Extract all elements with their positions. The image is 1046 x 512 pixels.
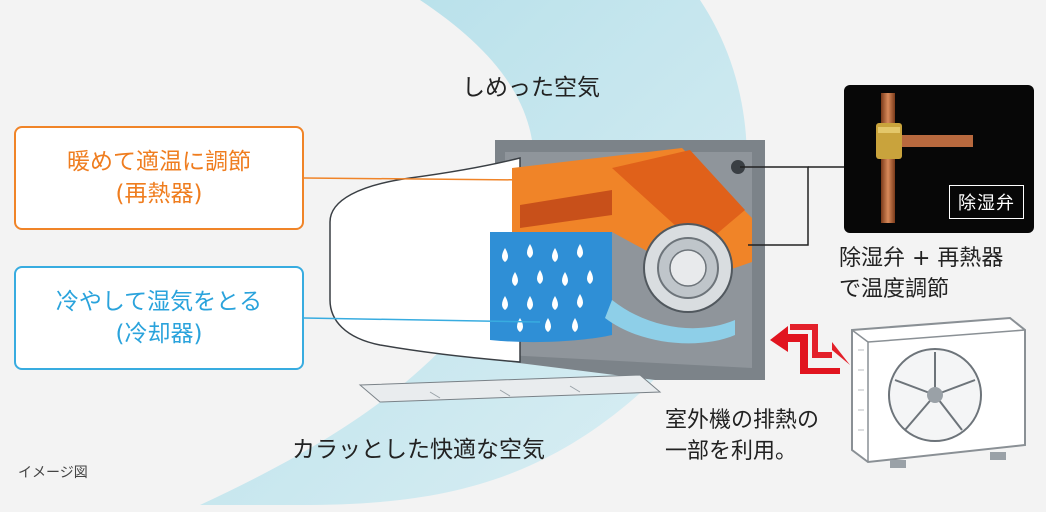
- reheater-line2: (再熱器): [115, 181, 203, 207]
- cooler-leader: [303, 317, 541, 323]
- exhaust-line1: 室外機の排熱の: [665, 408, 820, 433]
- reheater-line1: 暖めて適温に調節: [67, 148, 251, 175]
- exchange-arrow-icon: [770, 324, 850, 374]
- cooler-coil: [490, 232, 612, 343]
- fan-icon: [643, 223, 733, 313]
- indoor-unit: [329, 140, 765, 403]
- cooler-line1: 冷やして湿気をとる: [55, 288, 263, 315]
- valve-caption-line2: で温度調節: [839, 276, 950, 302]
- dry-air-label: カラッとした快適な空気: [292, 437, 545, 463]
- valve-photo: 除湿弁: [844, 85, 1034, 233]
- valve-leader: [740, 166, 809, 246]
- valve-photo-label: 除湿弁: [949, 185, 1024, 219]
- exhaust-caption: 室外機の排熱の 一部を利用。: [665, 406, 819, 468]
- humid-air-label: しめった空気: [462, 75, 600, 101]
- cooler-callout: 冷やして湿気をとる (冷却器): [14, 266, 304, 370]
- reheater-leader: [303, 177, 531, 181]
- valve-photo-drawing: [876, 93, 973, 223]
- outdoor-unit-icon: [851, 316, 1026, 468]
- image-note: イメージ図: [18, 465, 88, 481]
- exhaust-line2: 一部を利用。: [665, 438, 798, 464]
- valve-caption: 除湿弁 + 再熱器 で温度調節: [839, 244, 1003, 306]
- droplet-icon: [502, 244, 593, 332]
- cooler-line2: (冷却器): [115, 321, 203, 347]
- valve-caption-line1: 除湿弁 + 再熱器: [839, 246, 1004, 271]
- reheater-callout: 暖めて適温に調節 (再熱器): [14, 126, 304, 230]
